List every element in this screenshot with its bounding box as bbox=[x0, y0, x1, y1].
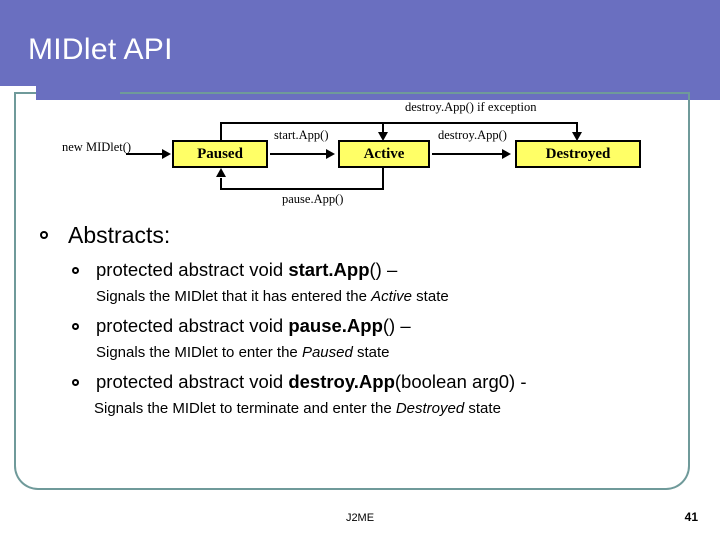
bullet-dot-icon bbox=[40, 231, 48, 239]
diagram-edge-loop-bottom bbox=[220, 188, 384, 190]
title-band bbox=[0, 22, 720, 100]
bullet-startapp-description: Signals the MIDlet that it has entered t… bbox=[34, 288, 674, 305]
content-frame bbox=[14, 92, 690, 490]
diagram-label-new-midlet: new MIDlet() bbox=[62, 140, 132, 154]
diagram-edge-new-to-paused bbox=[126, 153, 164, 155]
signature-method: pause.App bbox=[288, 315, 383, 336]
diagram-edge-loop-up bbox=[220, 178, 222, 190]
diagram-box-paused: Paused bbox=[172, 140, 268, 168]
bullet-destroyapp-signature: protected abstract void destroy.App(bool… bbox=[34, 371, 674, 393]
diagram-arrowhead-branch-active bbox=[378, 132, 388, 141]
description-emphasis: Destroyed bbox=[395, 400, 465, 417]
footer-label: J2ME bbox=[345, 512, 375, 524]
diagram-box-destroyed: Destroyed bbox=[515, 140, 641, 168]
bullet-startapp-signature: protected abstract void start.App() – bbox=[34, 259, 674, 281]
page-title: MIDlet API bbox=[28, 33, 173, 66]
diagram-edge-paused-up bbox=[220, 122, 222, 142]
bullet-pauseapp-description: Signals the MIDlet to enter the Paused s… bbox=[34, 344, 674, 361]
bullet-dot-icon bbox=[72, 323, 79, 330]
diagram-edge-top-branch-active bbox=[382, 122, 384, 138]
diagram-label-pauseapp: pause.App() bbox=[282, 192, 344, 206]
diagram-edge-top bbox=[220, 122, 578, 124]
description-emphasis: Paused bbox=[301, 344, 353, 361]
midlet-lifecycle-diagram: Paused Active Destroyed new MIDlet() sta… bbox=[60, 100, 660, 212]
frame-border-top-right bbox=[120, 92, 690, 94]
header-top-bar bbox=[0, 0, 720, 22]
description-emphasis: Active bbox=[371, 288, 413, 305]
diagram-label-destroyapp: destroy.App() bbox=[438, 128, 507, 142]
signature-prefix: protected abstract void bbox=[96, 315, 289, 336]
diagram-arrowhead-active-to-destroyed bbox=[502, 149, 511, 159]
description-post: state bbox=[352, 344, 390, 361]
description-pre: Signals the MIDlet to terminate and ente… bbox=[94, 400, 396, 417]
diagram-edge-active-to-destroyed bbox=[432, 153, 504, 155]
signature-method: start.App bbox=[288, 259, 370, 280]
bullet-abstracts-label: Abstracts: bbox=[68, 222, 171, 248]
description-post: state bbox=[464, 400, 501, 417]
bullet-abstracts: Abstracts: bbox=[34, 222, 674, 249]
description-post: state bbox=[412, 288, 449, 305]
signature-suffix: () – bbox=[369, 259, 398, 280]
bullet-dot-icon bbox=[72, 379, 79, 386]
diagram-arrowhead-active-to-paused bbox=[216, 168, 226, 177]
diagram-arrowhead-new-to-paused bbox=[162, 149, 171, 159]
description-pre: Signals the MIDlet that it has entered t… bbox=[96, 288, 372, 305]
signature-suffix: (boolean arg0) - bbox=[394, 371, 527, 392]
bullet-pauseapp-signature: protected abstract void pause.App() – bbox=[34, 315, 674, 337]
diagram-label-startapp: start.App() bbox=[274, 128, 329, 142]
diagram-box-active: Active bbox=[338, 140, 430, 168]
diagram-label-destroyapp-if-exception: destroy.App() if exception bbox=[405, 100, 537, 114]
description-pre: Signals the MIDlet to enter the bbox=[96, 344, 302, 361]
diagram-edge-active-down bbox=[382, 168, 384, 190]
bullet-list: Abstracts: protected abstract void start… bbox=[34, 222, 674, 417]
diagram-edge-paused-to-active bbox=[270, 153, 328, 155]
diagram-arrowhead-paused-to-active bbox=[326, 149, 335, 159]
signature-method: destroy.App bbox=[288, 371, 395, 392]
bullet-destroyapp-description: Signals the MIDlet to terminate and ente… bbox=[34, 400, 674, 417]
slide-number: 41 bbox=[684, 510, 698, 524]
signature-prefix: protected abstract void bbox=[96, 371, 289, 392]
diagram-arrowhead-to-destroyed bbox=[572, 132, 582, 141]
signature-prefix: protected abstract void bbox=[96, 259, 289, 280]
frame-border-top-left bbox=[14, 92, 36, 94]
signature-suffix: () – bbox=[382, 315, 411, 336]
diagram-edge-down-to-destroyed bbox=[576, 122, 578, 134]
bullet-dot-icon bbox=[72, 267, 79, 274]
